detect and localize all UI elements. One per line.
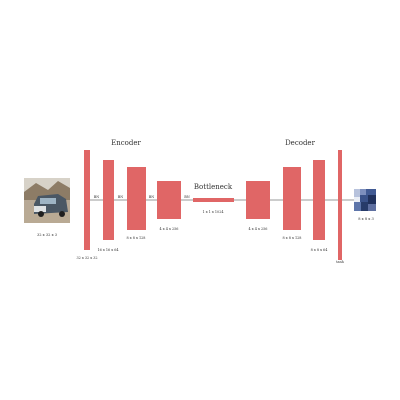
connector-label-1: BN	[94, 195, 99, 199]
encoder-block-4	[157, 181, 181, 219]
encoder-block-1	[84, 150, 90, 250]
block-shape-label-d3: 8 x 8 x 64	[311, 248, 328, 252]
decoder-block-3	[313, 160, 325, 240]
output-shape-label: 8 x 8 x 3	[358, 217, 374, 221]
connector-label-3: BN	[149, 195, 154, 199]
encoder-block-2	[103, 160, 114, 240]
block-shape-label-e1: 32 x 32 x 32	[76, 256, 97, 260]
decoder-block-4	[338, 150, 342, 260]
block-shape-label-e4: 4 x 4 x 256	[160, 227, 179, 231]
block-shape-label-d2: 8 x 8 x 128	[283, 236, 302, 240]
bottleneck-title: Bottleneck	[194, 183, 233, 191]
connector-label-4: BN	[184, 195, 189, 199]
block-shape-label-bn: 1 x 1 x 1024	[202, 210, 223, 214]
bottleneck-block	[193, 198, 234, 202]
encoder-block-3	[127, 167, 146, 230]
output-image	[354, 189, 376, 211]
decoder-title: Decoder	[285, 139, 316, 147]
connector-label-2: BN	[118, 195, 123, 199]
block-shape-label-e2: 16 x 16 x 64	[97, 248, 118, 252]
input-image	[24, 178, 70, 223]
encoder-title: Encoder	[111, 139, 141, 147]
block-shape-label-d4: tanh	[336, 260, 345, 264]
decoder-block-2	[283, 167, 301, 230]
decoder-block-1	[246, 181, 270, 219]
block-shape-label-d1: 4 x 4 x 256	[249, 227, 268, 231]
block-shape-label-e3: 8 x 8 x 128	[127, 236, 146, 240]
input-shape-label: 32 x 32 x 3	[37, 233, 58, 237]
